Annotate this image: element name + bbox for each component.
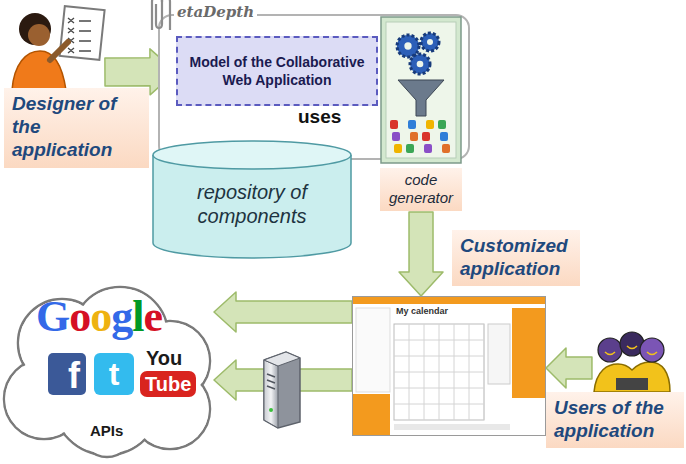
person-arm — [50, 42, 68, 60]
api-label: APIs — [90, 423, 123, 440]
number-glyph — [392, 132, 400, 141]
number-glyph — [426, 120, 434, 129]
twitter-logo: t — [94, 353, 134, 395]
server-icon — [264, 352, 300, 428]
user-face — [627, 346, 637, 349]
user-head — [640, 338, 664, 362]
actor-label: Users of the application — [546, 392, 684, 448]
logo-letter: l — [132, 292, 143, 341]
number-glyph — [410, 132, 418, 141]
gear-hub — [417, 61, 424, 68]
book-inner — [386, 22, 456, 158]
cylinder-body — [153, 155, 351, 258]
server-slots — [267, 374, 275, 389]
tool-logo: etaDepth — [174, 3, 257, 21]
facebook-logo: f — [48, 353, 86, 395]
application-screenshot: My calendar — [352, 296, 546, 436]
user-face — [605, 352, 615, 355]
calendar-row — [394, 340, 484, 341]
paperclip-logo — [146, 0, 172, 34]
gear — [410, 54, 430, 74]
number-glyph — [406, 144, 414, 153]
gear-hub — [404, 42, 411, 49]
generator-label: code generator — [380, 168, 462, 211]
logo-letter: o — [69, 292, 90, 341]
cloud-fill — [82, 406, 132, 456]
user-head — [598, 338, 622, 362]
youtube-you: You — [146, 347, 182, 369]
calendar — [394, 324, 484, 420]
whiteboard-scribble — [68, 38, 91, 43]
number-glyph — [440, 132, 448, 141]
logo-letter: g — [111, 292, 132, 341]
person-body — [12, 51, 66, 90]
number-glyph — [438, 120, 446, 129]
person-hair — [19, 13, 51, 45]
cloud-fill — [131, 370, 209, 448]
repository-label: repository of components — [177, 180, 327, 228]
actor-label: Designer of the application — [4, 88, 149, 168]
logo-letter: G — [36, 292, 69, 341]
server-body — [264, 352, 300, 428]
title-bar — [353, 297, 545, 304]
generator-box: code generator — [380, 16, 462, 212]
paperclip — [152, 0, 162, 30]
code-generator-image — [380, 16, 462, 166]
whiteboard — [60, 6, 105, 60]
screen-title: My calendar — [396, 306, 506, 317]
number-glyph — [390, 120, 398, 129]
gear-hub — [427, 39, 433, 45]
calendar-row — [394, 388, 484, 389]
number-glyph — [424, 144, 432, 153]
actor-label-box: Users of the application — [546, 326, 684, 452]
whiteboard-scribble — [68, 48, 91, 53]
actor-label-box: Designer of the application — [4, 4, 154, 194]
calendar-row — [394, 372, 484, 373]
left-panel — [356, 308, 390, 392]
repository-cylinder: repository of components — [152, 140, 352, 260]
block-arrow — [399, 212, 443, 296]
calendar-row — [394, 356, 484, 357]
users-icon — [592, 326, 672, 392]
server-front — [264, 360, 278, 428]
whiteboard-scribble — [68, 28, 91, 33]
block-arrow — [546, 348, 592, 388]
book-cover — [381, 17, 461, 163]
calendar-row — [394, 404, 484, 405]
edge-label: uses — [296, 106, 343, 128]
person-face — [28, 24, 50, 46]
model-label: Model of the Collaborative Web Applicati… — [188, 53, 366, 89]
model-box: Model of the Collaborative Web Applicati… — [176, 36, 378, 106]
server-led — [269, 408, 273, 412]
number-glyph — [408, 120, 416, 129]
cylinder-top — [153, 141, 351, 169]
form-panel — [488, 324, 510, 384]
laptop — [616, 378, 648, 390]
edge-label: Customized application — [452, 230, 580, 286]
google-logo: Google — [36, 293, 162, 341]
logo-letter: o — [90, 292, 111, 341]
users-bodies — [594, 362, 670, 392]
screenshot-mock — [352, 296, 546, 436]
gear — [421, 33, 439, 51]
right-panel — [512, 308, 545, 398]
number-glyph — [422, 132, 430, 141]
api-cloud: Google ft YouTubeAPIs — [2, 283, 214, 461]
window — [353, 297, 546, 436]
designer-icon — [4, 4, 108, 90]
left-orange — [353, 394, 390, 435]
youtube-tube: Tube — [140, 371, 196, 397]
logo-letter: e — [143, 292, 162, 341]
whiteboard-scribble — [68, 18, 91, 23]
user-face — [647, 352, 657, 355]
server-top — [264, 352, 300, 366]
block-arrow — [214, 292, 352, 332]
number-glyph — [394, 144, 402, 153]
number-glyph — [442, 144, 450, 153]
status-bar — [394, 424, 510, 430]
funnel — [398, 80, 444, 116]
paperclip-loop — [162, 0, 170, 30]
